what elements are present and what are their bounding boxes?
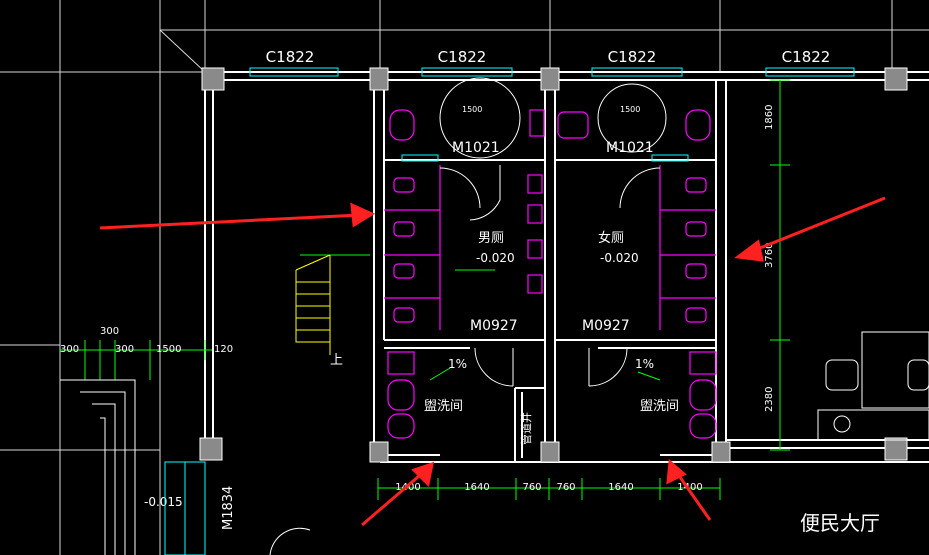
arrow-head-bottom-right: [666, 458, 687, 485]
slope-arrows: [429, 269, 661, 381]
arrow-head-left: [350, 202, 376, 228]
stair-treads: [295, 254, 331, 355]
wash-room-left-label: 盥洗间: [424, 399, 463, 414]
door-label-m1021-left: M1021: [452, 140, 500, 156]
shaft-label: 管道井: [519, 412, 533, 445]
men-toilet-label: 男厕: [478, 231, 504, 246]
dim-left-4: 1500: [156, 344, 181, 355]
elevation-labels: -0.020 -0.020 -0.015: [144, 251, 639, 509]
walls: [204, 71, 929, 463]
elevation-men: -0.020: [476, 251, 515, 265]
door-labels: M1021 M1021 M0927 M0927 M1834: [221, 140, 654, 530]
window-label-3: C1822: [608, 48, 657, 66]
door-swings: [439, 77, 667, 387]
arrow-left-to-men-toilet: [99, 213, 361, 230]
dim-bottom-3: 760: [522, 482, 541, 493]
window-label-1: C1822: [266, 48, 315, 66]
left-dimensions: 300 300 300 1500 120: [60, 326, 233, 355]
right-dimensions: 1860 3760 2380: [764, 105, 775, 412]
door-label-m0927-left: M0927: [470, 318, 518, 334]
elevation-entry: -0.015: [144, 495, 183, 509]
dim-right-1: 1860: [764, 105, 775, 130]
window-label-2: C1822: [438, 48, 487, 66]
arrow-head-bottom-left: [411, 461, 434, 488]
women-toilet-label: 女厕: [598, 230, 624, 246]
dim-bottom-6: 1400: [677, 482, 702, 493]
wash-room-right-label: 盥洗间: [640, 399, 679, 414]
hall-label: 便民大厅: [800, 511, 880, 535]
bottom-dimensions: 1400 1640 760 760 1640 1400: [395, 482, 702, 493]
arrow-bottom-right: [673, 469, 712, 521]
arrow-head-right: [734, 239, 764, 262]
door-label-m1834: M1834: [221, 486, 236, 530]
dim-bottom-1: 1400: [395, 482, 420, 493]
furniture: [817, 331, 929, 441]
slope-right: 1%: [635, 357, 654, 371]
elevation-women: -0.020: [600, 251, 639, 265]
stair-label: 上: [330, 353, 343, 368]
slope-left: 1%: [448, 357, 467, 371]
door-swing-dim-right: 1500: [620, 105, 640, 114]
dim-left-3: 300: [115, 344, 134, 355]
door-swing-dims: 1500 1500: [462, 105, 640, 114]
dimension-lines: [60, 79, 790, 500]
dim-bottom-5: 1640: [608, 482, 633, 493]
entry-door: [164, 461, 206, 555]
door-label-m0927-right: M0927: [582, 318, 630, 334]
men-toilet-fixtures: [384, 109, 545, 330]
door-swing-dim-left: 1500: [462, 105, 482, 114]
dim-bottom-2: 1640: [464, 482, 489, 493]
window-labels: C1822 C1822 C1822 C1822: [266, 48, 831, 66]
slope-labels: 1% 1%: [448, 357, 654, 371]
structural-columns: [199, 67, 908, 463]
room-labels: 男厕 女厕 盥洗间 盥洗间 便民大厅 管道井: [424, 230, 880, 535]
arrow-right-to-women-toilet: [749, 196, 886, 254]
dim-left-2: 300: [100, 326, 119, 337]
dim-right-3: 2380: [764, 387, 775, 412]
arrow-bottom-left: [361, 468, 427, 527]
door-label-m1021-right: M1021: [606, 140, 654, 156]
dim-bottom-4: 760: [556, 482, 575, 493]
window-label-4: C1822: [782, 48, 831, 66]
dim-left-5: 120: [214, 344, 233, 355]
women-toilet-fixtures: [387, 109, 717, 439]
dim-right-2: 3760: [764, 243, 775, 268]
annotation-arrows: [99, 196, 886, 527]
dim-left-1: 300: [60, 344, 79, 355]
windows: [249, 67, 855, 162]
ramp-lines: [60, 379, 311, 555]
